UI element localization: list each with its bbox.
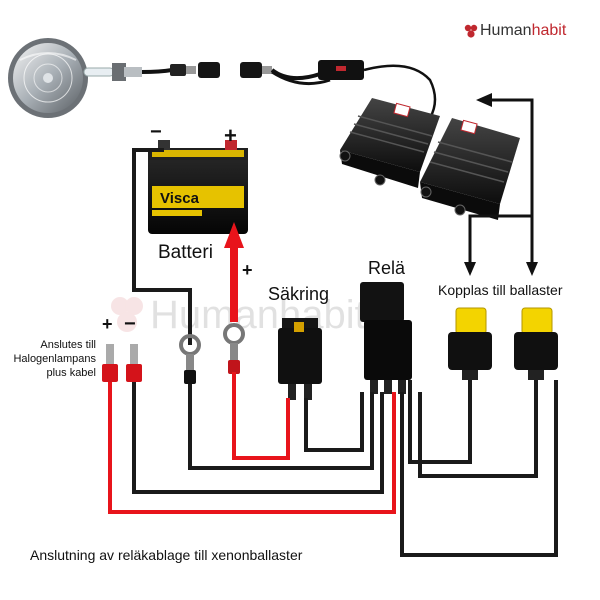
battery-brand-label: Visca bbox=[160, 190, 200, 207]
ballast-connection-arrows bbox=[468, 98, 534, 265]
halogen-label-line3: plus kabel bbox=[46, 367, 96, 379]
ballast-unit-2 bbox=[420, 118, 520, 220]
arrow-down-right bbox=[526, 262, 538, 276]
bulb-cable-connectors bbox=[170, 60, 437, 119]
diagram-caption: Anslutning av reläkablage till xenonball… bbox=[30, 547, 303, 563]
battery-ground-wire bbox=[132, 148, 192, 345]
watermark-primary: Human bbox=[150, 293, 279, 337]
battery-icon: Visca bbox=[148, 140, 248, 234]
spade-terminal-negative-icon bbox=[126, 344, 142, 382]
halogen-label-line2: Halogenlampans bbox=[13, 353, 96, 365]
brand-logo-icon bbox=[464, 24, 478, 38]
battery-minus-sign: − bbox=[150, 121, 162, 143]
headlight-lamp-icon bbox=[8, 38, 88, 118]
battery-plus-sign: + bbox=[224, 123, 237, 148]
halogen-minus-sign: − bbox=[124, 313, 136, 335]
relay-icon bbox=[360, 282, 412, 394]
brand-name-primary: Human bbox=[480, 22, 532, 39]
brand-logo: Humanhabit bbox=[464, 22, 567, 39]
ring-terminal-ground-icon bbox=[179, 334, 201, 384]
fuse-holder-icon bbox=[278, 318, 322, 400]
brand-name-secondary: habit bbox=[532, 22, 567, 39]
ring-terminal-positive-icon bbox=[223, 323, 245, 374]
ballast-unit-1 bbox=[339, 98, 440, 188]
arrow-to-ballast bbox=[476, 93, 492, 107]
ballast-connector-right-icon bbox=[514, 307, 558, 380]
battery-label: Batteri bbox=[158, 242, 213, 263]
arrow-plus-sign: + bbox=[242, 260, 253, 280]
arrow-down-left bbox=[464, 262, 476, 276]
xenon-bulb-icon bbox=[83, 63, 173, 81]
ballast-connector-left-icon bbox=[448, 307, 492, 380]
halogen-label-line1: Anslutes till bbox=[40, 339, 96, 351]
svg-text:Humanhabit: Humanhabit bbox=[480, 22, 567, 39]
spade-terminal-positive-icon bbox=[102, 344, 118, 382]
arrow-to-battery-plus bbox=[224, 222, 244, 322]
ballast-connect-label: Kopplas till ballaster bbox=[438, 282, 563, 298]
black-wires bbox=[132, 380, 558, 557]
relay-label: Relä bbox=[368, 258, 406, 278]
fuse-label: Säkring bbox=[268, 284, 329, 304]
red-wires bbox=[108, 372, 396, 514]
svg-text:Humanhabit: Humanhabit bbox=[150, 293, 366, 337]
halogen-plus-sign: + bbox=[102, 314, 113, 334]
